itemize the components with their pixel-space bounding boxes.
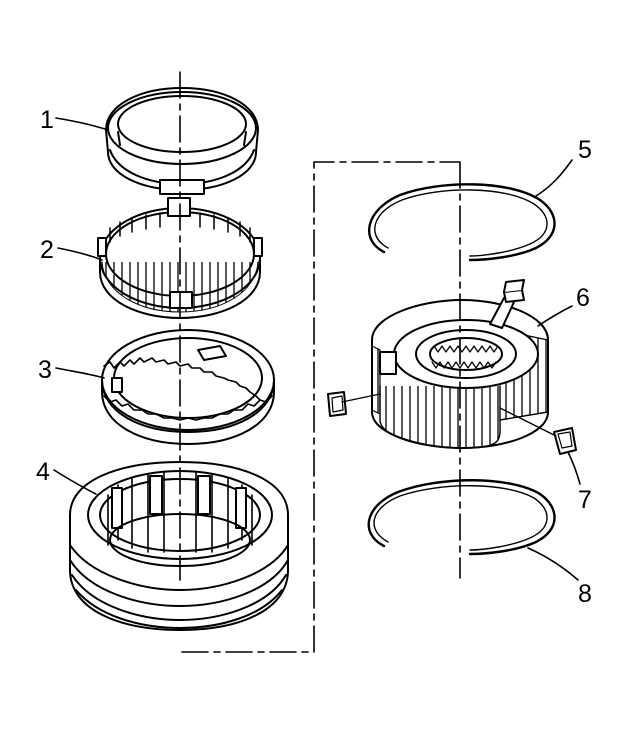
callout-8: 8 bbox=[578, 580, 592, 608]
leader-lines bbox=[53, 117, 581, 581]
part-8-snap-ring bbox=[367, 479, 556, 556]
assembly-connector-line bbox=[181, 161, 461, 653]
leader-2 bbox=[57, 247, 103, 261]
callout-3: 3 bbox=[38, 356, 52, 384]
part-7-inserts bbox=[327, 279, 577, 455]
part-4-sleeve bbox=[69, 461, 289, 631]
leader-7 bbox=[567, 451, 581, 485]
callout-2: 2 bbox=[40, 236, 54, 264]
leader-4 bbox=[53, 469, 97, 495]
leader-1 bbox=[55, 117, 109, 131]
callout-5: 5 bbox=[578, 136, 592, 164]
leader-8 bbox=[527, 547, 579, 581]
leader-5 bbox=[535, 159, 573, 197]
leader-3 bbox=[55, 367, 105, 379]
callout-4: 4 bbox=[36, 458, 50, 486]
part-1-blocker-ring bbox=[105, 87, 259, 195]
part-5-snap-ring bbox=[367, 183, 556, 262]
callout-6: 6 bbox=[576, 284, 590, 312]
callout-7: 7 bbox=[578, 486, 592, 514]
part-3-outer-ring bbox=[101, 329, 275, 445]
leader-6 bbox=[537, 305, 573, 327]
callout-1: 1 bbox=[40, 106, 54, 134]
